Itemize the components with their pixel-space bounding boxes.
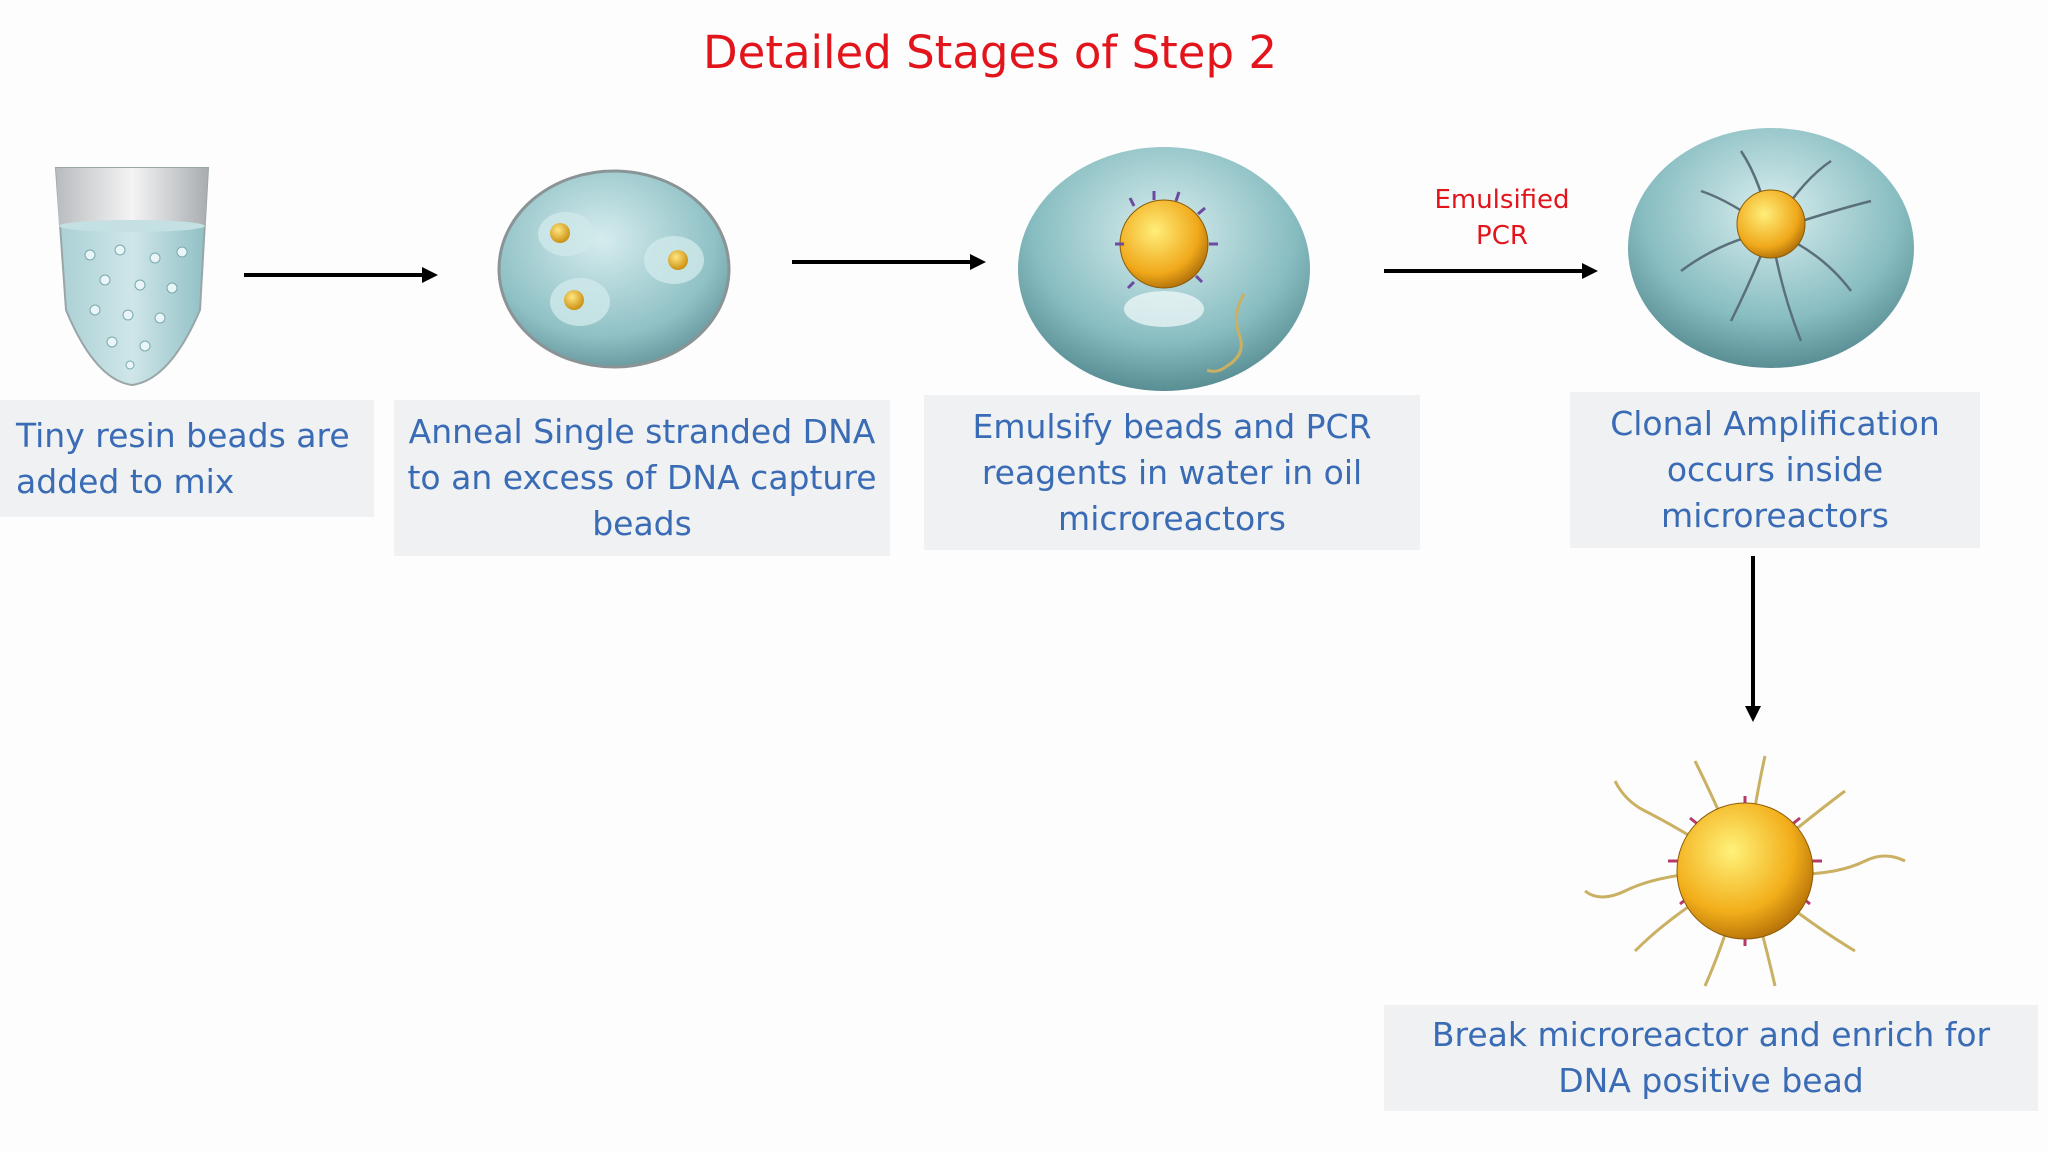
dna-positive-bead-illustration (1584, 755, 1906, 987)
emulsified-pcr-label: Emulsified PCR (1434, 185, 1570, 251)
microreactor-illustration (1018, 147, 1310, 391)
step-caption-2: Anneal Single stranded DNA to an excess … (394, 400, 890, 556)
tube-illustration (54, 167, 210, 387)
droplet-with-beads-illustration (497, 169, 731, 369)
arrow-right-icon (792, 254, 986, 270)
amplification-microreactor-illustration (1628, 128, 1914, 368)
arrow-right-icon (244, 267, 438, 283)
step-caption-4: Clonal Amplification occurs inside micro… (1570, 392, 1980, 548)
page-title: Detailed Stages of Step 2 (703, 26, 1277, 79)
step-caption-1: Tiny resin beads are added to mix (0, 400, 374, 517)
step-caption-5: Break microreactor and enrich for DNA po… (1384, 1005, 2038, 1111)
step-caption-3: Emulsify beads and PCR reagents in water… (924, 395, 1420, 550)
arrow-down-icon (1745, 556, 1761, 722)
arrow-right-icon (1384, 263, 1598, 279)
